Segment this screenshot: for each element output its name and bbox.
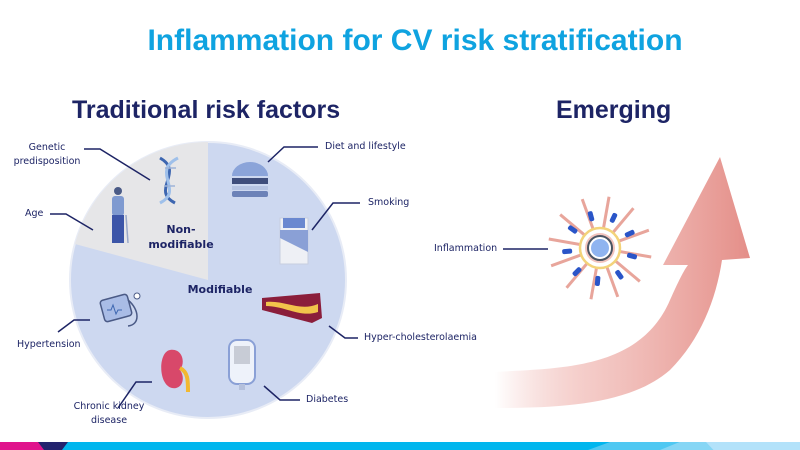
label-genetic-predisposition: Genetic predisposition — [12, 141, 82, 169]
label-age: Age — [25, 208, 44, 219]
label-ckd-line1: Chronic kidney — [73, 401, 145, 412]
inflammation-particle-icon — [548, 196, 652, 300]
label-genetic-line1: Genetic — [28, 142, 66, 153]
leader-lines — [50, 146, 548, 409]
risk-factor-pie — [69, 141, 347, 419]
footer-bar-light1 — [588, 442, 698, 450]
non-modifiable-label-line2: modifiable — [148, 238, 214, 251]
label-chronic-kidney-disease: Chronic kidney disease — [66, 400, 152, 428]
footer-bar-light3 — [706, 442, 800, 450]
non-modifiable-label: Non- modifiable — [146, 222, 216, 252]
non-modifiable-label-line1: Non- — [166, 223, 196, 236]
glucometer-icon — [228, 339, 256, 390]
label-ckd-line2: disease — [90, 415, 128, 426]
footer-bar-cyan — [0, 442, 800, 450]
non-modifiable-sector — [75, 142, 208, 280]
label-hypertension: Hypertension — [17, 339, 81, 350]
label-genetic-line2: predisposition — [13, 156, 81, 167]
footer-bar-navy — [38, 442, 68, 450]
label-inflammation: Inflammation — [434, 243, 498, 254]
emerging-heading: Emerging — [556, 96, 672, 124]
kidney-icon — [161, 349, 190, 393]
footer-bar-magenta — [0, 442, 44, 450]
label-hypercholesterolaemia: Hyper-cholesterolaemia — [364, 332, 477, 343]
cigarette-pack-icon — [279, 217, 309, 265]
traditional-heading: Traditional risk factors — [72, 96, 341, 124]
label-diet-lifestyle: Diet and lifestyle — [325, 141, 406, 152]
label-smoking: Smoking — [368, 197, 410, 208]
slide-title: Inflammation for CV risk stratification — [147, 24, 683, 57]
modifiable-label: Modifiable — [187, 283, 253, 296]
blood-pressure-monitor-icon — [99, 292, 141, 327]
label-diabetes: Diabetes — [306, 394, 349, 405]
rising-arrow — [495, 157, 750, 408]
artery-plaque-icon — [262, 293, 322, 323]
elderly-person-icon — [112, 187, 129, 244]
dna-icon — [159, 156, 179, 205]
burger-icon — [232, 162, 268, 197]
